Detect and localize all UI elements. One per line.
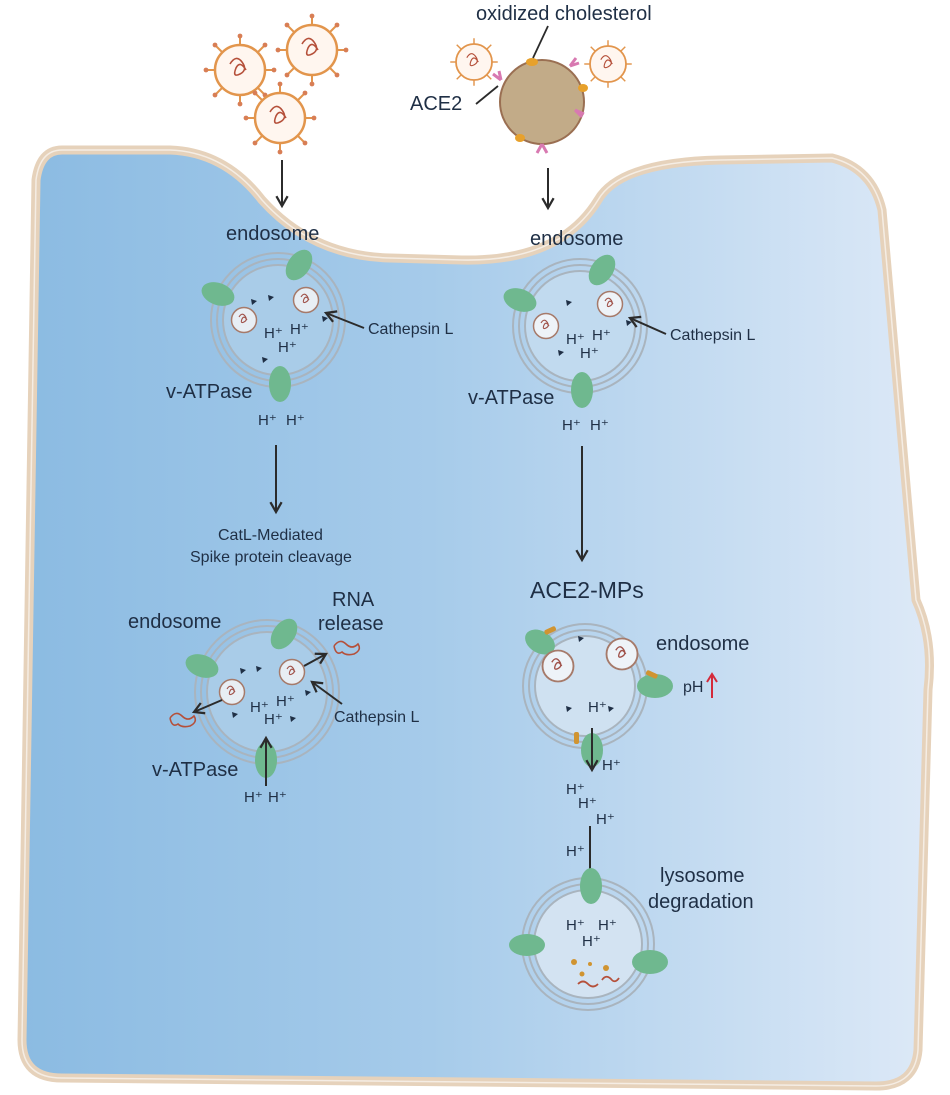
label-catl-line2: Spike protein cleavage (190, 549, 352, 566)
label-endosome-left-top: endosome (226, 223, 319, 245)
virus-particle (596, 290, 624, 318)
virus-particle (203, 33, 277, 107)
oxidized-cholesterol-marker (544, 626, 658, 744)
proton-label: H⁺ (592, 327, 611, 344)
label-v-atpase: v-ATPase (152, 759, 238, 781)
leader-line-oxidized-cholesterol (532, 25, 549, 59)
proton-label: H⁺ (566, 843, 585, 860)
arrow-cathepsin-l (310, 680, 343, 705)
proton-label: H⁺ (562, 417, 581, 434)
cell (17, 145, 934, 1091)
v-atpase (525, 629, 555, 655)
arrow-rna-release (191, 699, 223, 715)
label-v-atpase: v-ATPase (468, 387, 554, 409)
label-lysosome-line1: lysosome (660, 865, 744, 887)
proton-label: H⁺ (590, 417, 609, 434)
label-catl-line1: CatL-Mediated (218, 527, 323, 544)
rna-fragment (169, 712, 197, 728)
v-atpase (503, 288, 537, 312)
label-cathepsin-l: Cathepsin L (334, 709, 419, 726)
proton-label: H⁺ (598, 917, 617, 934)
proton-label: H⁺ (244, 789, 263, 806)
arrow-cathepsin-l (323, 310, 365, 329)
proton-label: H⁺ (290, 321, 309, 338)
proton-label: H⁺ (264, 711, 283, 728)
cathepsin-l-marker (232, 666, 311, 722)
virus-particle (605, 637, 639, 671)
oxidized-cholesterol-marker (515, 134, 525, 142)
ph-increase-arrow-head (706, 672, 718, 683)
proton-label: H⁺ (602, 757, 621, 774)
arrow-rna-release (303, 652, 328, 667)
label-ph: pH (683, 679, 703, 696)
virus-particle (584, 40, 632, 88)
v-atpase (580, 868, 602, 904)
proton-label: H⁺ (582, 933, 601, 950)
v-atpase (201, 282, 235, 306)
oxidized-cholesterol-marker (578, 84, 588, 92)
virus-particle (243, 81, 317, 155)
ace2-microparticle (492, 57, 588, 154)
label-v-atpase: v-ATPase (166, 381, 252, 403)
proton-label: H⁺ (286, 412, 305, 429)
degraded-fragments (571, 959, 620, 988)
oxidized-cholesterol-marker (526, 58, 538, 66)
virus-particle (218, 678, 246, 706)
label-endosome-right-top: endosome (530, 228, 623, 250)
virus-particle (292, 286, 320, 314)
label-endosome-right-middle: endosome (656, 633, 749, 655)
arrow-cathepsin-l (627, 315, 667, 335)
v-atpase (571, 372, 593, 408)
v-atpase (270, 618, 298, 650)
proton-label: H⁺ (596, 811, 615, 828)
v-atpase (185, 654, 219, 678)
proton-label: H⁺ (580, 345, 599, 362)
virus-particle (532, 312, 560, 340)
virus-particle (450, 38, 498, 86)
proton-label: H⁺ (258, 412, 277, 429)
proton-label: H⁺ (250, 699, 269, 716)
v-atpase (509, 934, 545, 956)
virus-particle (541, 649, 575, 683)
proton-label: H⁺ (588, 699, 607, 716)
leader-line-ace2 (475, 85, 499, 105)
rna-fragment (333, 640, 361, 656)
label-rna-line2: release (318, 613, 384, 635)
label-cathepsin-l: Cathepsin L (670, 327, 755, 344)
label-rna-line1: RNA (332, 589, 375, 611)
label-ace2-mps: ACE2-MPs (530, 577, 644, 603)
label-lysosome-line2: degradation (648, 891, 754, 913)
proton-label: H⁺ (566, 917, 585, 934)
proton-label: H⁺ (566, 781, 585, 798)
virus-particle (278, 658, 306, 686)
proton-label: H⁺ (278, 339, 297, 356)
proton-label: H⁺ (276, 693, 295, 710)
v-atpase (269, 366, 291, 402)
label-oxidized-cholesterol: oxidized cholesterol (476, 3, 652, 25)
ace2-receptor (492, 57, 585, 154)
virus-cluster-left (203, 13, 349, 155)
proton-label: H⁺ (566, 331, 585, 348)
v-atpase (637, 674, 673, 698)
v-atpase (285, 249, 313, 281)
label-ace2: ACE2 (410, 93, 462, 115)
proton-label: H⁺ (578, 795, 597, 812)
virus-particle (275, 13, 349, 87)
proton-label: H⁺ (264, 325, 283, 342)
label-cathepsin-l: Cathepsin L (368, 321, 453, 338)
proton-label: H⁺ (268, 789, 287, 806)
label-endosome-left-bottom: endosome (128, 611, 221, 633)
virus-particle (230, 306, 258, 334)
v-atpase (632, 950, 668, 974)
cathepsin-l-marker (566, 636, 614, 712)
cathepsin-l-marker (251, 295, 328, 363)
v-atpase (588, 254, 616, 286)
